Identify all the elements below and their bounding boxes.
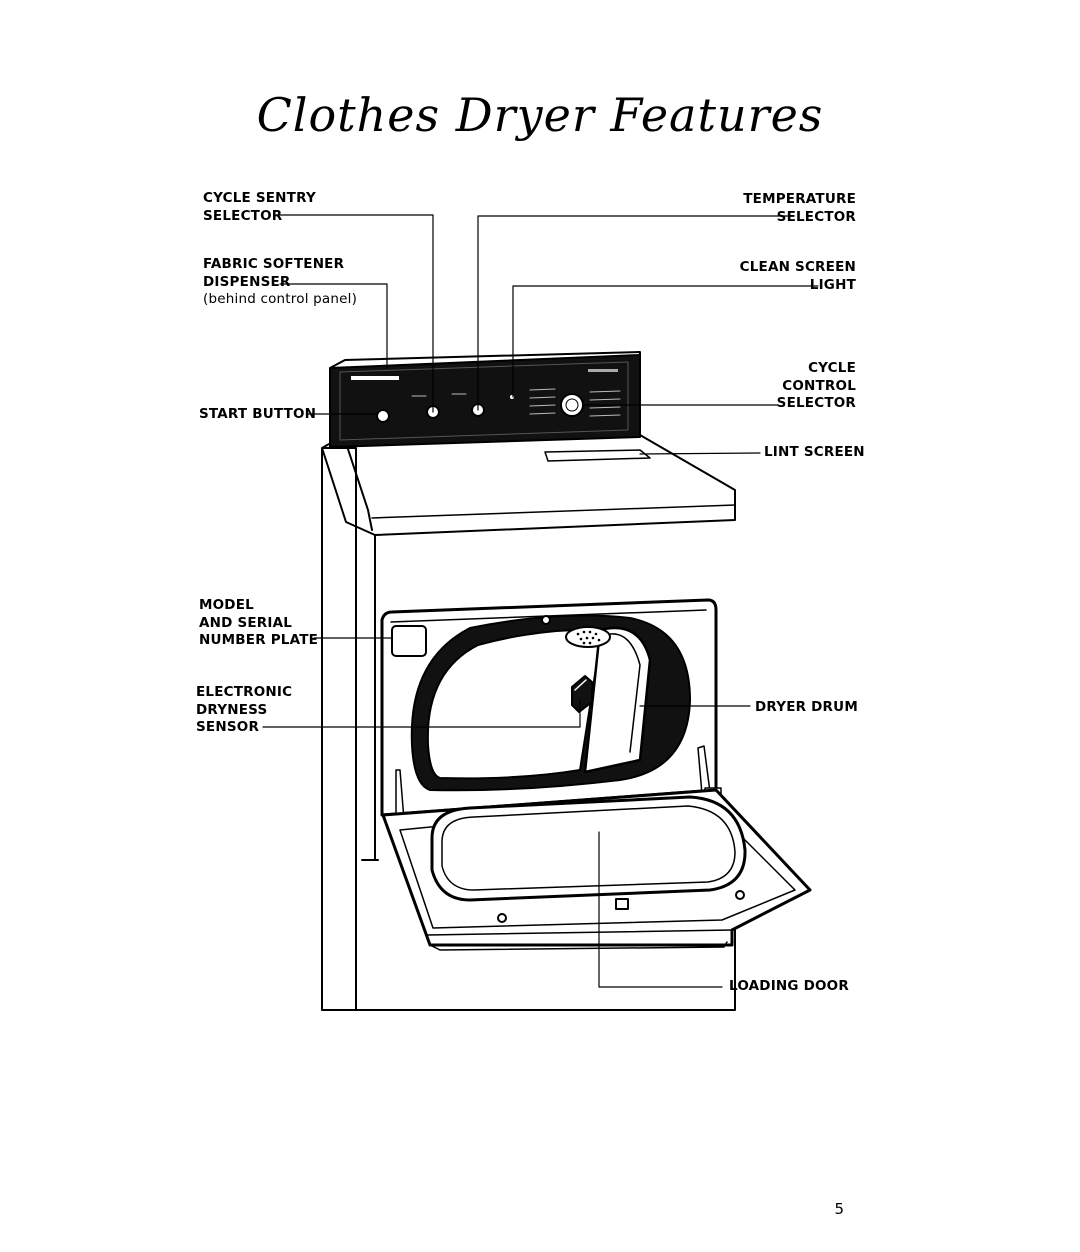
dryer-drum	[410, 614, 691, 792]
label-line: AND SERIAL	[199, 614, 293, 631]
label-loading-door: LOADING DOOR	[729, 978, 849, 994]
label-line: CLEAN SCREEN	[739, 259, 856, 275]
label-cycle-control-selector: CYCLE CONTROL SELECTOR	[777, 360, 856, 413]
label-temperature-selector: TEMPERATURE SELECTOR	[743, 191, 856, 226]
page-number: 5	[834, 1200, 844, 1218]
leader-cycle-sentry	[275, 214, 434, 413]
lint-screen	[544, 449, 651, 462]
label-line: (behind control panel)	[203, 291, 358, 307]
leader-fabric-softener	[279, 283, 388, 369]
loading-door	[381, 788, 812, 951]
label-line: SELECTOR	[203, 207, 283, 224]
leader-dryness-sensor	[262, 699, 581, 728]
start-button-knob	[376, 409, 390, 423]
label-line: CYCLE SENTRY	[203, 190, 316, 206]
label-line: DISPENSER	[203, 273, 291, 290]
label-line: DRYNESS	[196, 701, 268, 718]
label-line: ELECTRONIC	[196, 684, 293, 700]
dryness-sensor-bar	[571, 675, 593, 713]
label-dryness-sensor: ELECTRONIC DRYNESS SENSOR	[196, 684, 292, 737]
label-line: FABRIC SOFTENER	[203, 256, 345, 272]
label-model-serial-plate: MODEL AND SERIAL NUMBER PLATE	[199, 597, 318, 650]
label-line: SELECTOR	[776, 395, 856, 411]
leader-loading-door	[598, 831, 723, 988]
control-console	[329, 351, 641, 448]
label-line: SENSOR	[196, 719, 260, 735]
cycle-control-knob	[560, 393, 584, 417]
label-line: CYCLE	[808, 360, 856, 376]
label-cycle-sentry-selector: CYCLE SENTRY SELECTOR	[203, 190, 316, 225]
label-start-button: START BUTTON	[199, 406, 317, 422]
leader-clean-screen	[512, 285, 819, 398]
leader-lint-screen	[639, 452, 761, 455]
label-clean-screen-light: CLEAN SCREEN LIGHT	[740, 259, 856, 294]
model-serial-plate	[391, 625, 427, 657]
label-line: NUMBER PLATE	[199, 632, 319, 648]
leader-temperature	[477, 215, 791, 411]
label-line: TEMPERATURE	[743, 191, 856, 207]
label-line: MODEL	[199, 597, 254, 613]
label-lint-screen: LINT SCREEN	[764, 444, 865, 460]
label-dryer-drum: DRYER DRUM	[755, 699, 858, 715]
label-line: SELECTOR	[776, 208, 856, 225]
label-line: LIGHT	[809, 276, 856, 293]
label-line: CONTROL	[782, 377, 856, 394]
leader-lines	[262, 214, 819, 988]
label-fabric-softener-dispenser: FABRIC SOFTENER DISPENSER (behind contro…	[203, 256, 357, 309]
page-title: Clothes Dryer Features	[256, 88, 824, 142]
